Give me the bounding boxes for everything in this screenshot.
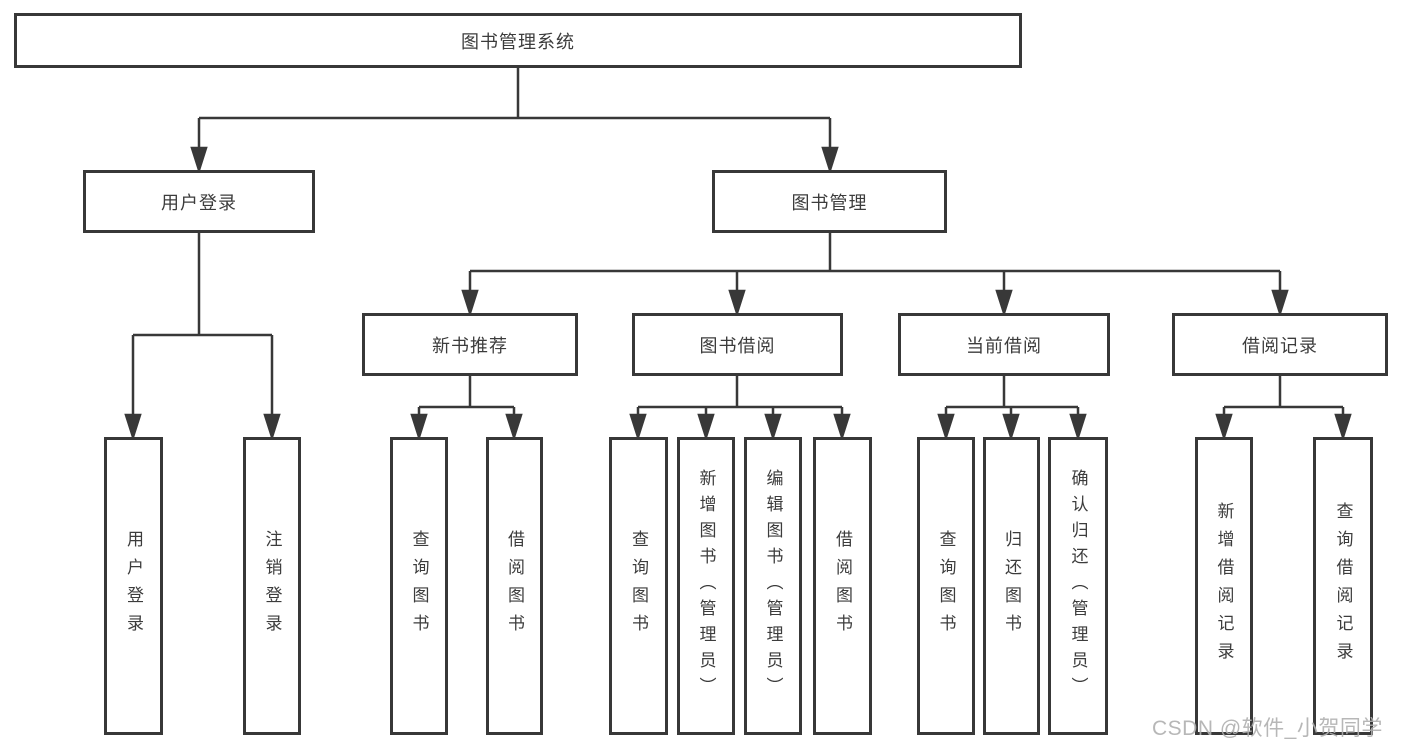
node-leaf-br-query-record-label: 查询借阅记录 [1333, 502, 1353, 670]
node-leaf-br-add-record-label: 新增借阅记录 [1214, 502, 1234, 670]
connector-book-management-children [461, 233, 1289, 318]
node-leaf-bb-add-book: 新增图书（管理员） [677, 437, 735, 735]
node-borrow-record: 借阅记录 [1172, 313, 1388, 376]
connector-user-login-children [124, 233, 281, 442]
node-new-book-recommend: 新书推荐 [362, 313, 578, 376]
node-user-login: 用户登录 [83, 170, 315, 233]
node-new-book-recommend-label: 新书推荐 [432, 335, 508, 356]
node-leaf-logout-label: 注销登录 [262, 530, 282, 642]
node-user-login-label: 用户登录 [161, 192, 237, 213]
csdn-watermark: CSDN @软件_小贺同学 [1152, 717, 1383, 740]
connector-book-borrow-children [629, 376, 851, 442]
node-current-borrow: 当前借阅 [898, 313, 1110, 376]
node-leaf-logout: 注销登录 [243, 437, 301, 735]
node-leaf-br-add-record: 新增借阅记录 [1195, 437, 1253, 735]
node-library-system: 图书管理系统 [14, 13, 1022, 68]
node-leaf-cb-confirm-return: 确认归还（管理员） [1048, 437, 1108, 735]
node-leaf-nb-borrow-book: 借阅图书 [486, 437, 543, 735]
node-leaf-cb-return-book-label: 归还图书 [1002, 530, 1021, 642]
node-leaf-user-login: 用户登录 [104, 437, 163, 735]
connector-root-to-level1 [190, 68, 839, 175]
connector-borrow-record-children [1215, 376, 1352, 442]
node-leaf-cb-query-book: 查询图书 [917, 437, 975, 735]
node-leaf-br-query-record: 查询借阅记录 [1313, 437, 1373, 735]
node-leaf-nb-borrow-book-label: 借阅图书 [505, 530, 524, 642]
node-leaf-bb-query-book-label: 查询图书 [629, 530, 648, 642]
node-leaf-bb-query-book: 查询图书 [609, 437, 668, 735]
node-leaf-bb-edit-book-label: 编辑图书（管理员） [763, 469, 783, 703]
node-leaf-nb-query-book-label: 查询图书 [409, 530, 429, 642]
node-current-borrow-label: 当前借阅 [966, 335, 1042, 356]
node-leaf-cb-query-book-label: 查询图书 [936, 530, 956, 642]
node-library-system-label: 图书管理系统 [461, 31, 575, 52]
node-leaf-bb-borrow-book: 借阅图书 [813, 437, 872, 735]
node-book-borrow-label: 图书借阅 [699, 335, 776, 356]
node-leaf-nb-query-book: 查询图书 [390, 437, 448, 735]
node-leaf-cb-confirm-return-label: 确认归还（管理员） [1068, 469, 1088, 703]
node-borrow-record-label: 借阅记录 [1242, 335, 1318, 356]
node-leaf-cb-return-book: 归还图书 [983, 437, 1040, 735]
node-book-management-label: 图书管理 [791, 192, 868, 213]
node-leaf-bb-add-book-label: 新增图书（管理员） [696, 469, 716, 703]
connector-new-book-recommend-children [410, 376, 523, 442]
node-leaf-user-login-label: 用户登录 [124, 530, 143, 642]
connector-current-borrow-children [937, 376, 1087, 442]
node-book-borrow: 图书借阅 [632, 313, 843, 376]
node-leaf-bb-edit-book: 编辑图书（管理员） [744, 437, 802, 735]
node-leaf-bb-borrow-book-label: 借阅图书 [833, 530, 852, 642]
node-book-management: 图书管理 [712, 170, 947, 233]
